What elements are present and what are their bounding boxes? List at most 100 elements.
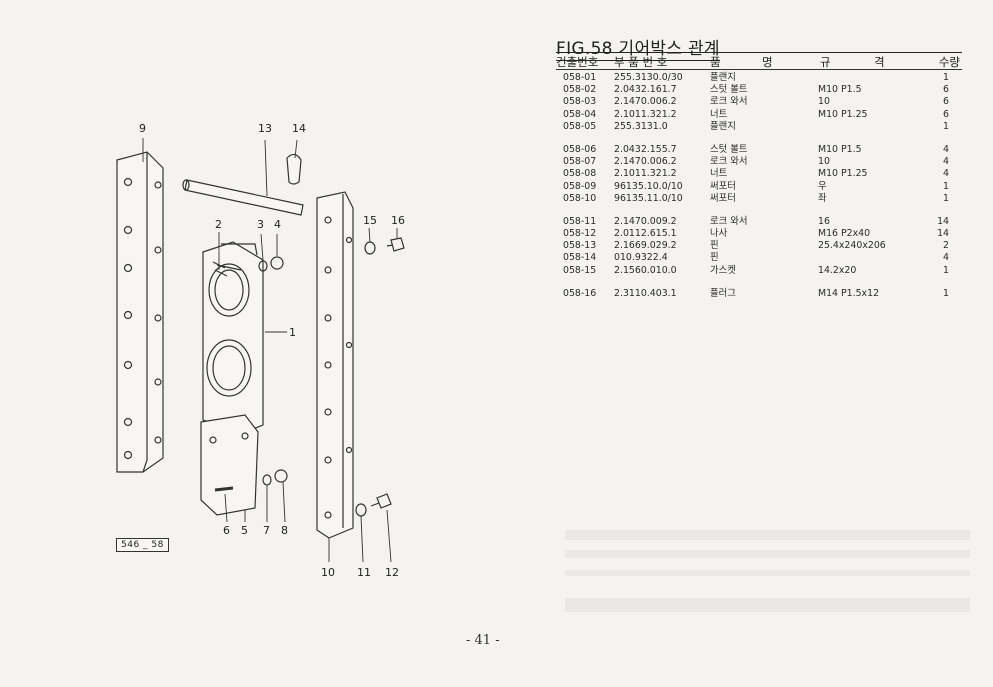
callout-15: 15 — [363, 214, 377, 227]
cell-qty: 14 — [937, 215, 949, 227]
lock-washer-16-part — [355, 503, 367, 517]
table-row: 058-15 2.1560.010.0 가스켓 14.2x20 1 — [556, 265, 962, 277]
cell-part-no: 058-08 — [563, 168, 597, 180]
nut-lower-part — [274, 469, 288, 483]
cell-part-no: 058-09 — [563, 180, 597, 192]
cell-part-number: 2.3110.403.1 — [614, 287, 677, 299]
group-spacer — [556, 277, 962, 288]
figure-code-box: 546 _ 58 — [116, 538, 169, 552]
cell-part-number: 255.3130.0/30 — [614, 72, 683, 83]
cell-part-no: 058-14 — [563, 252, 597, 264]
cell-part-name: 핀 — [710, 252, 719, 264]
callout-3: 3 — [257, 218, 264, 231]
cell-part-no: 058-11 — [563, 215, 597, 227]
cell-qty: 1 — [943, 287, 949, 299]
cell-part-no: 058-13 — [563, 240, 597, 252]
lock-washer-part — [258, 260, 268, 272]
cell-part-name: 핀 — [710, 240, 719, 252]
table-row: 058-05 255.3131.0 플랜지 1 — [556, 121, 962, 133]
page-number: - 41 - — [466, 633, 500, 648]
cell-qty: 1 — [943, 264, 949, 276]
callout-8: 8 — [281, 524, 288, 537]
cell-part-number: 2.1470.006.2 — [614, 156, 677, 168]
header-spec-2: 격 — [874, 55, 885, 69]
group-spacer — [556, 133, 962, 144]
callout-16: 16 — [391, 214, 405, 227]
cell-qty: 1 — [943, 72, 949, 83]
cell-part-name: 플랜지 — [710, 72, 736, 83]
table-row: 058-01 255.3130.0/30 플랜지 1 — [556, 72, 962, 84]
show-through-decoration — [565, 530, 970, 612]
cell-part-name: 로크 와서 — [710, 96, 748, 108]
cell-spec: 14.2x20 — [818, 264, 857, 276]
cell-part-no: 058-01 — [563, 72, 597, 83]
cell-spec: 16 — [818, 215, 830, 227]
cell-spec: M14 P1.5x12 — [818, 287, 880, 299]
cell-part-no: 058-07 — [563, 156, 597, 168]
cell-qty: 4 — [943, 143, 949, 155]
cell-part-name: 로크 와서 — [710, 156, 748, 168]
cell-part-no: 058-15 — [563, 264, 597, 276]
callout-13: 13 — [258, 122, 272, 135]
cell-part-number: 2.0432.155.7 — [614, 143, 677, 155]
cell-part-name: 써포터 — [710, 192, 736, 204]
cell-part-name: 너트 — [710, 168, 728, 180]
gasket-part — [364, 241, 376, 255]
cell-qty: 6 — [943, 108, 949, 120]
bolt-hole — [123, 177, 133, 187]
cell-qty: 1 — [943, 192, 949, 204]
group-spacer — [556, 205, 962, 216]
cell-part-number: 255.3131.0 — [614, 120, 668, 132]
cell-part-name: 나사 — [710, 228, 728, 240]
cell-part-no: 058-04 — [563, 108, 597, 120]
cell-part-number: 96135.11.0/10 — [614, 192, 683, 204]
supporter-left-part — [116, 151, 164, 473]
screw-part — [370, 493, 392, 509]
cell-part-name: 가스켓 — [710, 264, 736, 276]
cell-part-name: 플랜지 — [710, 120, 736, 132]
cell-spec: 좌 — [818, 192, 827, 204]
cell-part-no: 058-05 — [563, 120, 597, 132]
header-part: 부 품 번 호 — [614, 55, 668, 69]
header-name-1: 품 — [710, 55, 721, 69]
cell-part-no: 058-12 — [563, 228, 597, 240]
cell-part-no: 058-16 — [563, 287, 597, 299]
callout-9: 9 — [139, 122, 146, 135]
cell-spec: 10 — [818, 96, 830, 108]
callout-12: 12 — [385, 566, 399, 579]
cell-part-name: 써포터 — [710, 180, 736, 192]
cell-part-name: 너트 — [710, 108, 728, 120]
callout-5: 5 — [241, 524, 248, 537]
cell-qty: 14 — [937, 228, 949, 240]
cell-qty: 2 — [943, 240, 949, 252]
cell-qty: 1 — [943, 120, 949, 132]
header-spec-1: 규 — [820, 55, 831, 69]
cell-part-number: 2.1560.010.0 — [614, 264, 677, 276]
header-no: 건출번호 — [556, 55, 599, 69]
callout-7: 7 — [263, 524, 270, 537]
header-qty: 수량 — [938, 55, 960, 69]
exploded-view-svg: 9 13 14 2 3 4 1 6 5 7 8 10 11 12 15 16 — [116, 122, 405, 579]
cell-spec: 25.4x240x206 — [818, 240, 886, 252]
cell-part-no: 058-03 — [563, 96, 597, 108]
cell-spec: 우 — [818, 180, 827, 192]
cell-part-no: 058-06 — [563, 143, 597, 155]
callout-6: 6 — [223, 524, 230, 537]
flange-plate-part — [200, 414, 259, 516]
callout-14: 14 — [292, 122, 306, 135]
pin-part — [184, 179, 304, 216]
callout-2: 2 — [215, 218, 222, 231]
cell-spec: 10 — [818, 156, 830, 168]
cell-part-number: 2.0112.615.1 — [614, 228, 677, 240]
cell-part-name: 스텃 볼트 — [710, 143, 748, 155]
cell-qty: 4 — [943, 168, 949, 180]
